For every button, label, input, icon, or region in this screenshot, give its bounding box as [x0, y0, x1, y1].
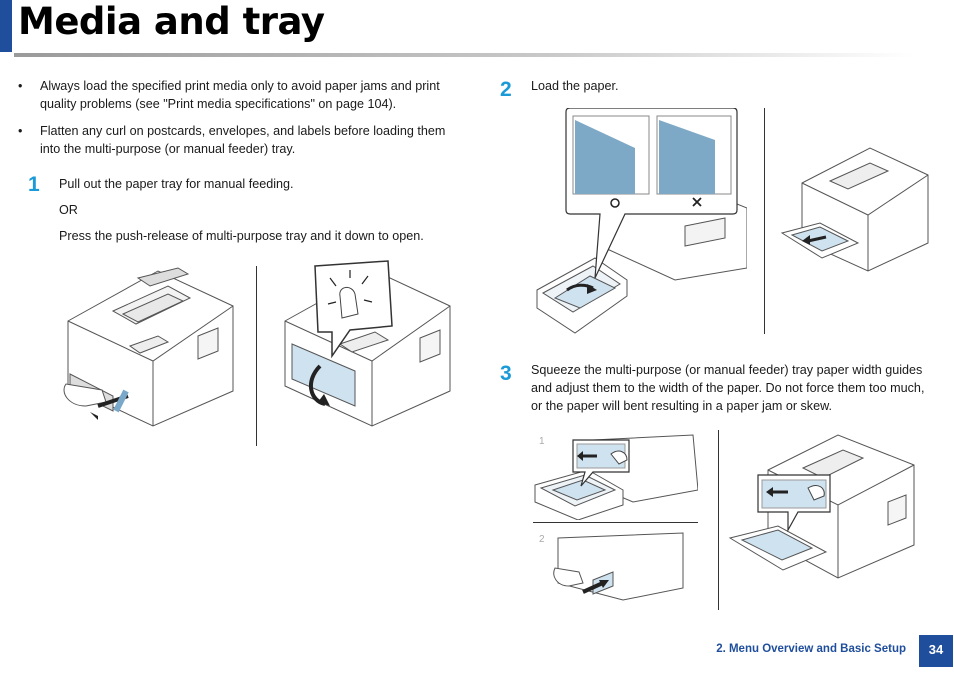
circle-icon [610, 198, 620, 208]
step-1-or: OR [59, 203, 78, 217]
width-guides-tray-illustration: 1 [534, 434, 698, 520]
printer-mp-tray-illustration [780, 147, 929, 272]
page-title: Media and tray [18, 0, 325, 43]
step-2-number: 2 [500, 78, 512, 101]
header-accent-bar [0, 0, 12, 52]
step-1-number: 1 [28, 173, 40, 196]
step-3-line-1: Squeeze the multi-purpose (or manual fee… [531, 363, 923, 377]
section-footer-label: 2. Menu Overview and Basic Setup [716, 643, 906, 655]
bullet-1-line-1: Always load the specified print media on… [40, 79, 440, 93]
bullet-1-line-2: quality problems (see "Print media speci… [40, 97, 397, 111]
bullet-marker: • [18, 79, 23, 93]
tray-insert-illustration: 2 [539, 532, 684, 601]
bullet-2-line-1: Flatten any curl on postcards, envelopes… [40, 124, 446, 138]
illustration-divider [256, 266, 257, 446]
printer-width-guides-illustration [728, 434, 915, 579]
printer-tray-pull-illustration [63, 267, 234, 427]
step-1-alt-text: Press the push-release of multi-purpose … [59, 229, 424, 243]
printer-push-release-illustration [284, 260, 451, 427]
step-3-sub-1-mark: 1 [539, 436, 545, 447]
page-number-badge: 34 [919, 635, 953, 667]
illustration-divider [533, 522, 698, 523]
load-paper-tray-illustration [536, 108, 747, 334]
bullet-marker: • [18, 124, 23, 138]
step-1-text: Pull out the paper tray for manual feedi… [59, 177, 294, 191]
step-3-sub-2-mark: 2 [539, 534, 545, 545]
illustration-divider [764, 108, 765, 334]
illustration-divider [718, 430, 719, 610]
title-divider [14, 53, 914, 57]
step-3-line-3: or the paper will bent resulting in a pa… [531, 399, 833, 413]
bullet-2-line-2: into the multi-purpose (or manual feeder… [40, 142, 296, 156]
x-mark-icon [692, 197, 702, 207]
step-2-text: Load the paper. [531, 79, 619, 93]
step-3-number: 3 [500, 362, 512, 385]
step-3-line-2: and adjust them to the width of the pape… [531, 381, 925, 395]
